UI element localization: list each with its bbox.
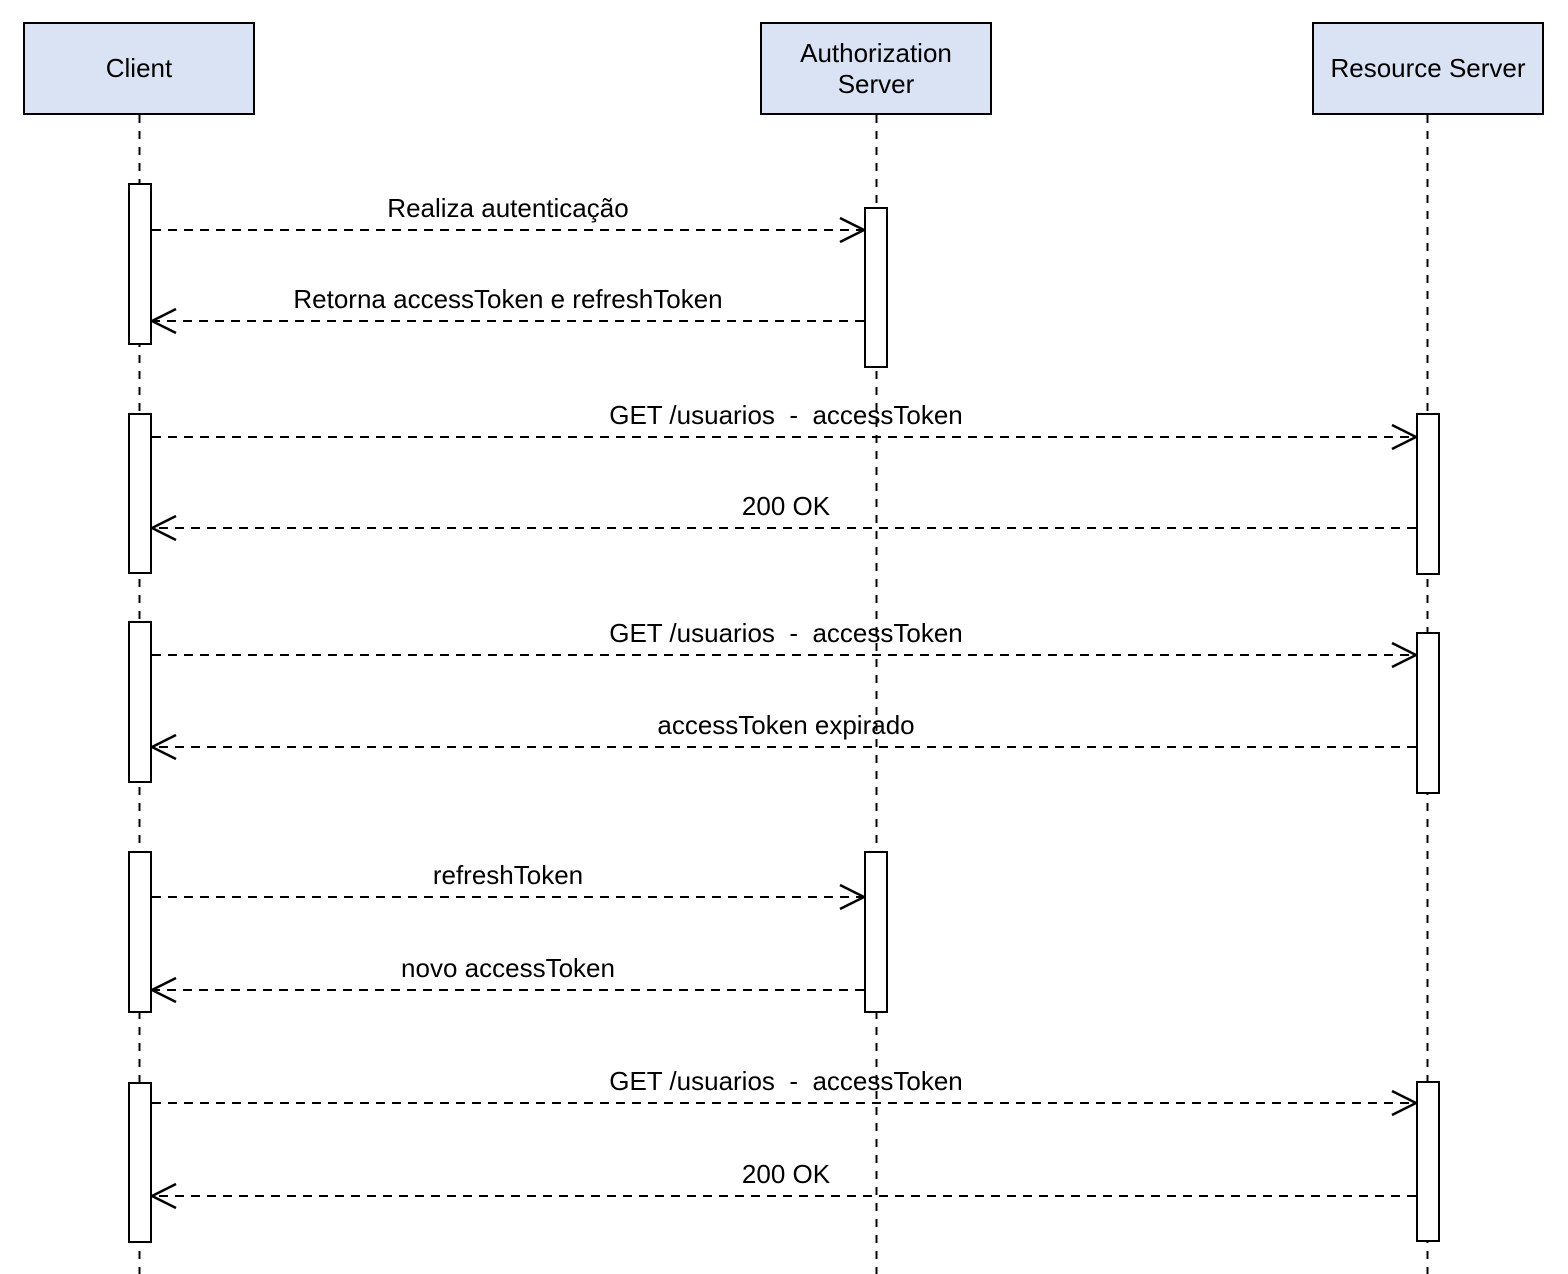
message-label-2: Retorna accessToken e refreshToken — [293, 284, 723, 314]
activation-bar-client-5 — [128, 1082, 152, 1243]
message-arrowhead-6 — [149, 733, 177, 761]
message-label-7: refreshToken — [432, 860, 584, 890]
activation-bar-client-3 — [128, 621, 152, 783]
activation-bar-resource-server-2 — [1416, 632, 1440, 794]
activation-bar-client-4 — [128, 851, 152, 1013]
message-label-5: GET /usuarios - accessToken — [609, 618, 963, 648]
message-arrowhead-2 — [149, 307, 177, 335]
activation-bar-resource-server-3 — [1416, 1081, 1440, 1242]
message-label-9: GET /usuarios - accessToken — [609, 1066, 963, 1096]
message-arrowhead-8 — [149, 976, 177, 1004]
participant-box-resource-server: Resource Server — [1312, 22, 1544, 115]
message-label-4: 200 OK — [741, 491, 831, 521]
participant-box-client: Client — [23, 22, 255, 115]
message-label-10: 200 OK — [741, 1159, 831, 1189]
participant-label: Authorization Server — [800, 37, 952, 99]
activation-bar-auth-server-2 — [864, 851, 888, 1013]
activation-bar-client-1 — [128, 183, 152, 345]
message-arrowhead-4 — [149, 514, 177, 542]
participant-label: Client — [105, 53, 173, 83]
message-label-6: accessToken expirado — [657, 710, 915, 740]
activation-bar-client-2 — [128, 413, 152, 574]
message-label-3: GET /usuarios - accessToken — [609, 400, 963, 430]
message-label-8: novo accessToken — [401, 953, 615, 983]
message-label-1: Realiza autenticação — [387, 193, 629, 223]
activation-bar-resource-server-1 — [1416, 413, 1440, 575]
activation-bar-auth-server-1 — [864, 207, 888, 368]
message-arrowhead-10 — [149, 1182, 177, 1210]
participant-label: Resource Server — [1330, 53, 1526, 83]
participant-box-authorization-server: Authorization Server — [760, 22, 992, 115]
